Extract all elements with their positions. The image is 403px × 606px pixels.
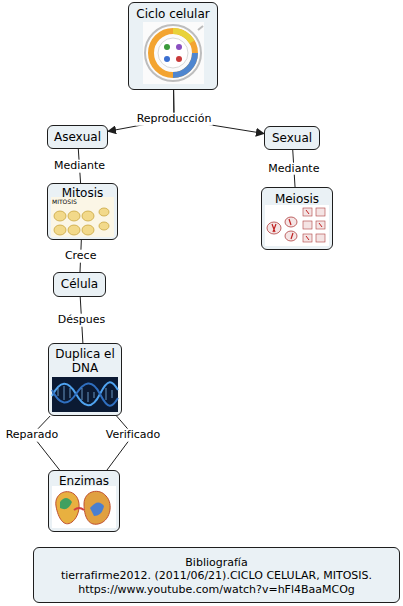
protein-blob [56, 492, 79, 524]
ring-tick [198, 26, 203, 30]
cell-dot [176, 56, 182, 62]
node-text: Sexual [269, 131, 315, 145]
inner-circle [158, 38, 188, 68]
link-phrase: Reparado [5, 429, 60, 442]
topic-box: Ciclo celular [128, 2, 218, 90]
node-text: Meiosis [272, 192, 322, 206]
picture-background [52, 486, 116, 528]
chromosome [306, 210, 322, 240]
cell-drawing [303, 208, 312, 216]
helix-strand [52, 383, 118, 405]
connector-line [32, 416, 60, 470]
node-text: tierrafirme2012. (2011/06/21).CICLO CELU… [34, 569, 399, 595]
chromosome [272, 224, 276, 232]
cell-drawing [303, 221, 312, 229]
concept-box: Asexual [47, 125, 108, 149]
cell-drawing [285, 231, 297, 241]
link-phrase: Mediante [53, 160, 106, 173]
picture-background [143, 22, 204, 84]
concept-box: Meiosis [261, 187, 333, 250]
cell-dot [164, 44, 170, 50]
protein-blob [90, 502, 104, 516]
enzyme-picture [52, 486, 116, 528]
link-phrase: Verificado [105, 429, 161, 442]
node-text: Duplica el DNA [49, 347, 121, 376]
concept-box: Duplica el DNA [48, 343, 122, 416]
protein-blob [60, 498, 72, 509]
cell-drawing [285, 217, 297, 227]
phase-ring [151, 31, 195, 75]
connector-line [107, 416, 133, 470]
concept-box: Célula [53, 272, 106, 297]
picture-background [265, 205, 329, 246]
link-phrase: Reproducción [136, 113, 213, 126]
chromosome [289, 219, 293, 239]
node-text: Bibliografía [182, 556, 250, 569]
link-phrase: Crece [64, 250, 98, 263]
bibliography-box: Bibliografíatierrafirme2012. (2011/06/21… [33, 547, 400, 603]
protein-strand [74, 508, 84, 510]
cell-dot [176, 44, 182, 50]
base-pair [58, 386, 112, 402]
cell-drawing [82, 225, 94, 235]
concept-box: Mitosis [47, 183, 118, 240]
outer-ring [145, 25, 201, 81]
cell-drawing [316, 221, 325, 229]
concept-box: Enzimas [48, 470, 120, 532]
node-text: Asexual [51, 130, 104, 144]
cell-drawing [68, 225, 80, 235]
picture-background [51, 197, 114, 237]
helix-strand [52, 382, 118, 405]
link-phrase: Mediante [267, 162, 320, 175]
cell-cycle-picture [143, 22, 204, 84]
protein-blob [84, 491, 110, 524]
node-text: Ciclo celular [133, 7, 212, 21]
cell-drawing [82, 211, 94, 221]
phase-arc [173, 31, 192, 42]
cell-drawing [267, 222, 281, 234]
node-text: Enzimas [56, 474, 112, 488]
dna-picture [52, 377, 118, 412]
mitosis-picture [51, 197, 114, 237]
meiosis-picture [265, 205, 329, 246]
cell-drawing [303, 234, 312, 242]
cell-drawing [99, 208, 109, 216]
concept-box: Sexual [264, 126, 320, 150]
cell-drawing [68, 211, 80, 221]
cell-drawing [99, 222, 109, 230]
picture-background [52, 377, 118, 412]
link-phrase: Déspues [57, 314, 106, 327]
cell-drawing [316, 234, 325, 242]
cell-drawing [316, 208, 325, 216]
phase-arc [173, 53, 195, 75]
cell-drawing [54, 211, 66, 221]
node-text: Célula [58, 277, 101, 291]
cell-drawing [54, 225, 66, 235]
cell-dot [164, 56, 170, 62]
picture-caption: MITOSIS [52, 199, 77, 205]
